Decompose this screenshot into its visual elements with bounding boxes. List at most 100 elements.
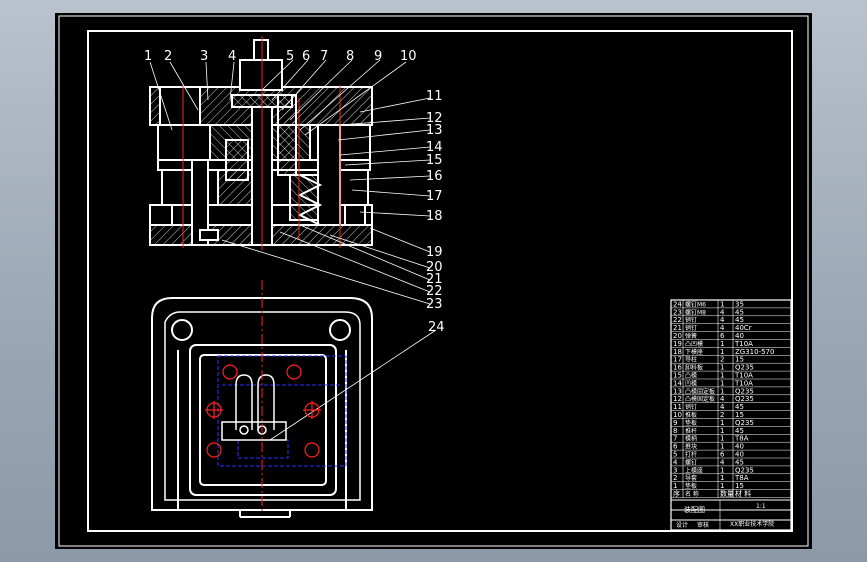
table-cell-qty: 1: [720, 387, 724, 395]
title-block: 装配图 1:1 设计 审核 XX职业技术学院: [671, 499, 791, 530]
table-cell-no: 14: [673, 379, 682, 387]
table-cell-material: 15: [735, 482, 744, 490]
table-cell-no: 22: [673, 316, 682, 324]
table-cell-name: 凹模: [685, 379, 697, 387]
table-cell-name: 导柱: [685, 356, 697, 364]
table-cell-qty: 4: [720, 403, 725, 411]
table-cell-no: 24: [673, 300, 682, 308]
table-cell-material: 45: [735, 427, 744, 435]
balloon-19: 19: [426, 245, 443, 260]
table-cell-qty: 1: [720, 340, 724, 348]
table-cell-no: 3: [673, 466, 677, 474]
table-cell-name: 推杆: [685, 427, 697, 435]
balloon-24: 24: [428, 320, 445, 335]
table-cell-name: 销钉: [685, 403, 697, 411]
table-cell-material: T10A: [734, 372, 753, 380]
balloon-20: 20: [426, 260, 443, 275]
balloon-8: 8: [346, 49, 354, 64]
balloon-16: 16: [426, 169, 443, 184]
table-cell-name: 推板: [685, 411, 697, 419]
balloon-13: 13: [426, 123, 443, 138]
table-cell-no: 5: [673, 451, 677, 459]
table-cell-qty: 1: [720, 419, 724, 427]
table-cell-material: Q235: [735, 395, 754, 403]
table-cell-qty: 1: [720, 379, 724, 387]
table-cell-material: 45: [735, 316, 744, 324]
balloon-3: 3: [200, 49, 208, 64]
table-cell-qty: 1: [720, 435, 724, 443]
table-cell-name: 凸模固定板: [685, 395, 715, 403]
title-design: 设计: [676, 521, 688, 529]
table-cell-qty: 1: [720, 443, 724, 451]
table-cell-name: 推块: [685, 443, 697, 451]
table-cell-name: 凸模固定板: [685, 387, 715, 395]
balloon-6: 6: [302, 49, 310, 64]
table-cell-material: Q235: [735, 387, 754, 395]
balloon-14: 14: [426, 140, 443, 155]
table-cell-name: 螺钉M8: [685, 308, 706, 316]
balloon-21: 21: [426, 272, 443, 287]
table-cell-material: ZG310-570: [735, 348, 774, 356]
table-cell-no: 11: [673, 403, 682, 411]
table-cell-material: T8A: [734, 435, 749, 443]
table-cell-qty: 1: [720, 482, 724, 490]
table-cell-no: 1: [673, 482, 677, 490]
table-cell-material: T8A: [734, 474, 749, 482]
table-cell-qty: 1: [720, 427, 724, 435]
table-cell-no: 4: [673, 458, 678, 466]
table-cell-material: 45: [735, 403, 744, 411]
balloon-17: 17: [426, 189, 443, 204]
table-cell-name: 弹簧: [685, 332, 697, 340]
table-cell-qty: 6: [720, 332, 725, 340]
balloon-2: 2: [164, 49, 172, 64]
table-cell-qty: 1: [720, 474, 724, 482]
table-cell-qty: 4: [720, 324, 725, 332]
title-scale: 1:1: [756, 503, 766, 510]
table-cell-material: T10A: [734, 379, 753, 387]
balloon-10: 10: [400, 49, 417, 64]
table-cell-name: 垫板: [685, 482, 697, 490]
table-cell-material: 40: [735, 443, 744, 451]
table-cell-material: 35: [735, 300, 744, 308]
leader-lines: [149, 59, 437, 441]
balloon-5: 5: [286, 49, 294, 64]
table-cell-material: T10A: [734, 340, 753, 348]
table-cell-qty: 4: [720, 395, 725, 403]
table-cell-name: 垫板: [685, 419, 697, 427]
sheet-outer-border: [58, 15, 809, 547]
balloon-1: 1: [144, 49, 152, 64]
section-centerlines: [182, 36, 341, 250]
table-cell-qty: 1: [720, 348, 724, 356]
table-cell-no: 13: [673, 387, 682, 395]
balloon-11: 11: [426, 89, 443, 104]
table-cell-no: 19: [673, 340, 682, 348]
table-cell-name: 销钉: [685, 316, 697, 324]
table-cell-material: Q235: [735, 419, 754, 427]
balloon-numbers: 1 2 3 4 5 6 7 8 9 10 11 12 13 14 15 16 1…: [144, 49, 445, 335]
table-cell-qty: 4: [720, 316, 725, 324]
table-cell-no: 15: [673, 372, 682, 380]
table-cell-material: 15: [735, 356, 744, 364]
balloon-18: 18: [426, 209, 443, 224]
table-cell-name: 下模座: [685, 348, 703, 356]
balloon-22: 22: [426, 284, 443, 299]
table-cell-name: 销钉: [685, 324, 697, 332]
table-cell-material: Q235: [735, 364, 754, 372]
table-cell-no: 序: [673, 489, 680, 498]
table-cell-name: 螺钉M6: [685, 300, 706, 308]
title-school: XX职业技术学院: [730, 520, 774, 528]
table-cell-no: 18: [673, 348, 682, 356]
table-cell-no: 8: [673, 427, 677, 435]
table-cell-qty: 2: [720, 411, 724, 419]
balloon-4: 4: [228, 49, 236, 64]
table-cell-no: 16: [673, 364, 682, 372]
section-view: [149, 39, 373, 246]
table-cell-no: 10: [673, 411, 682, 419]
table-cell-qty: 1: [720, 364, 724, 372]
table-cell-qty: 2: [720, 356, 724, 364]
table-cell-material: 40: [735, 451, 744, 459]
table-cell-no: 20: [673, 332, 682, 340]
table-cell-material: 45: [735, 458, 744, 466]
balloon-23: 23: [426, 297, 443, 312]
